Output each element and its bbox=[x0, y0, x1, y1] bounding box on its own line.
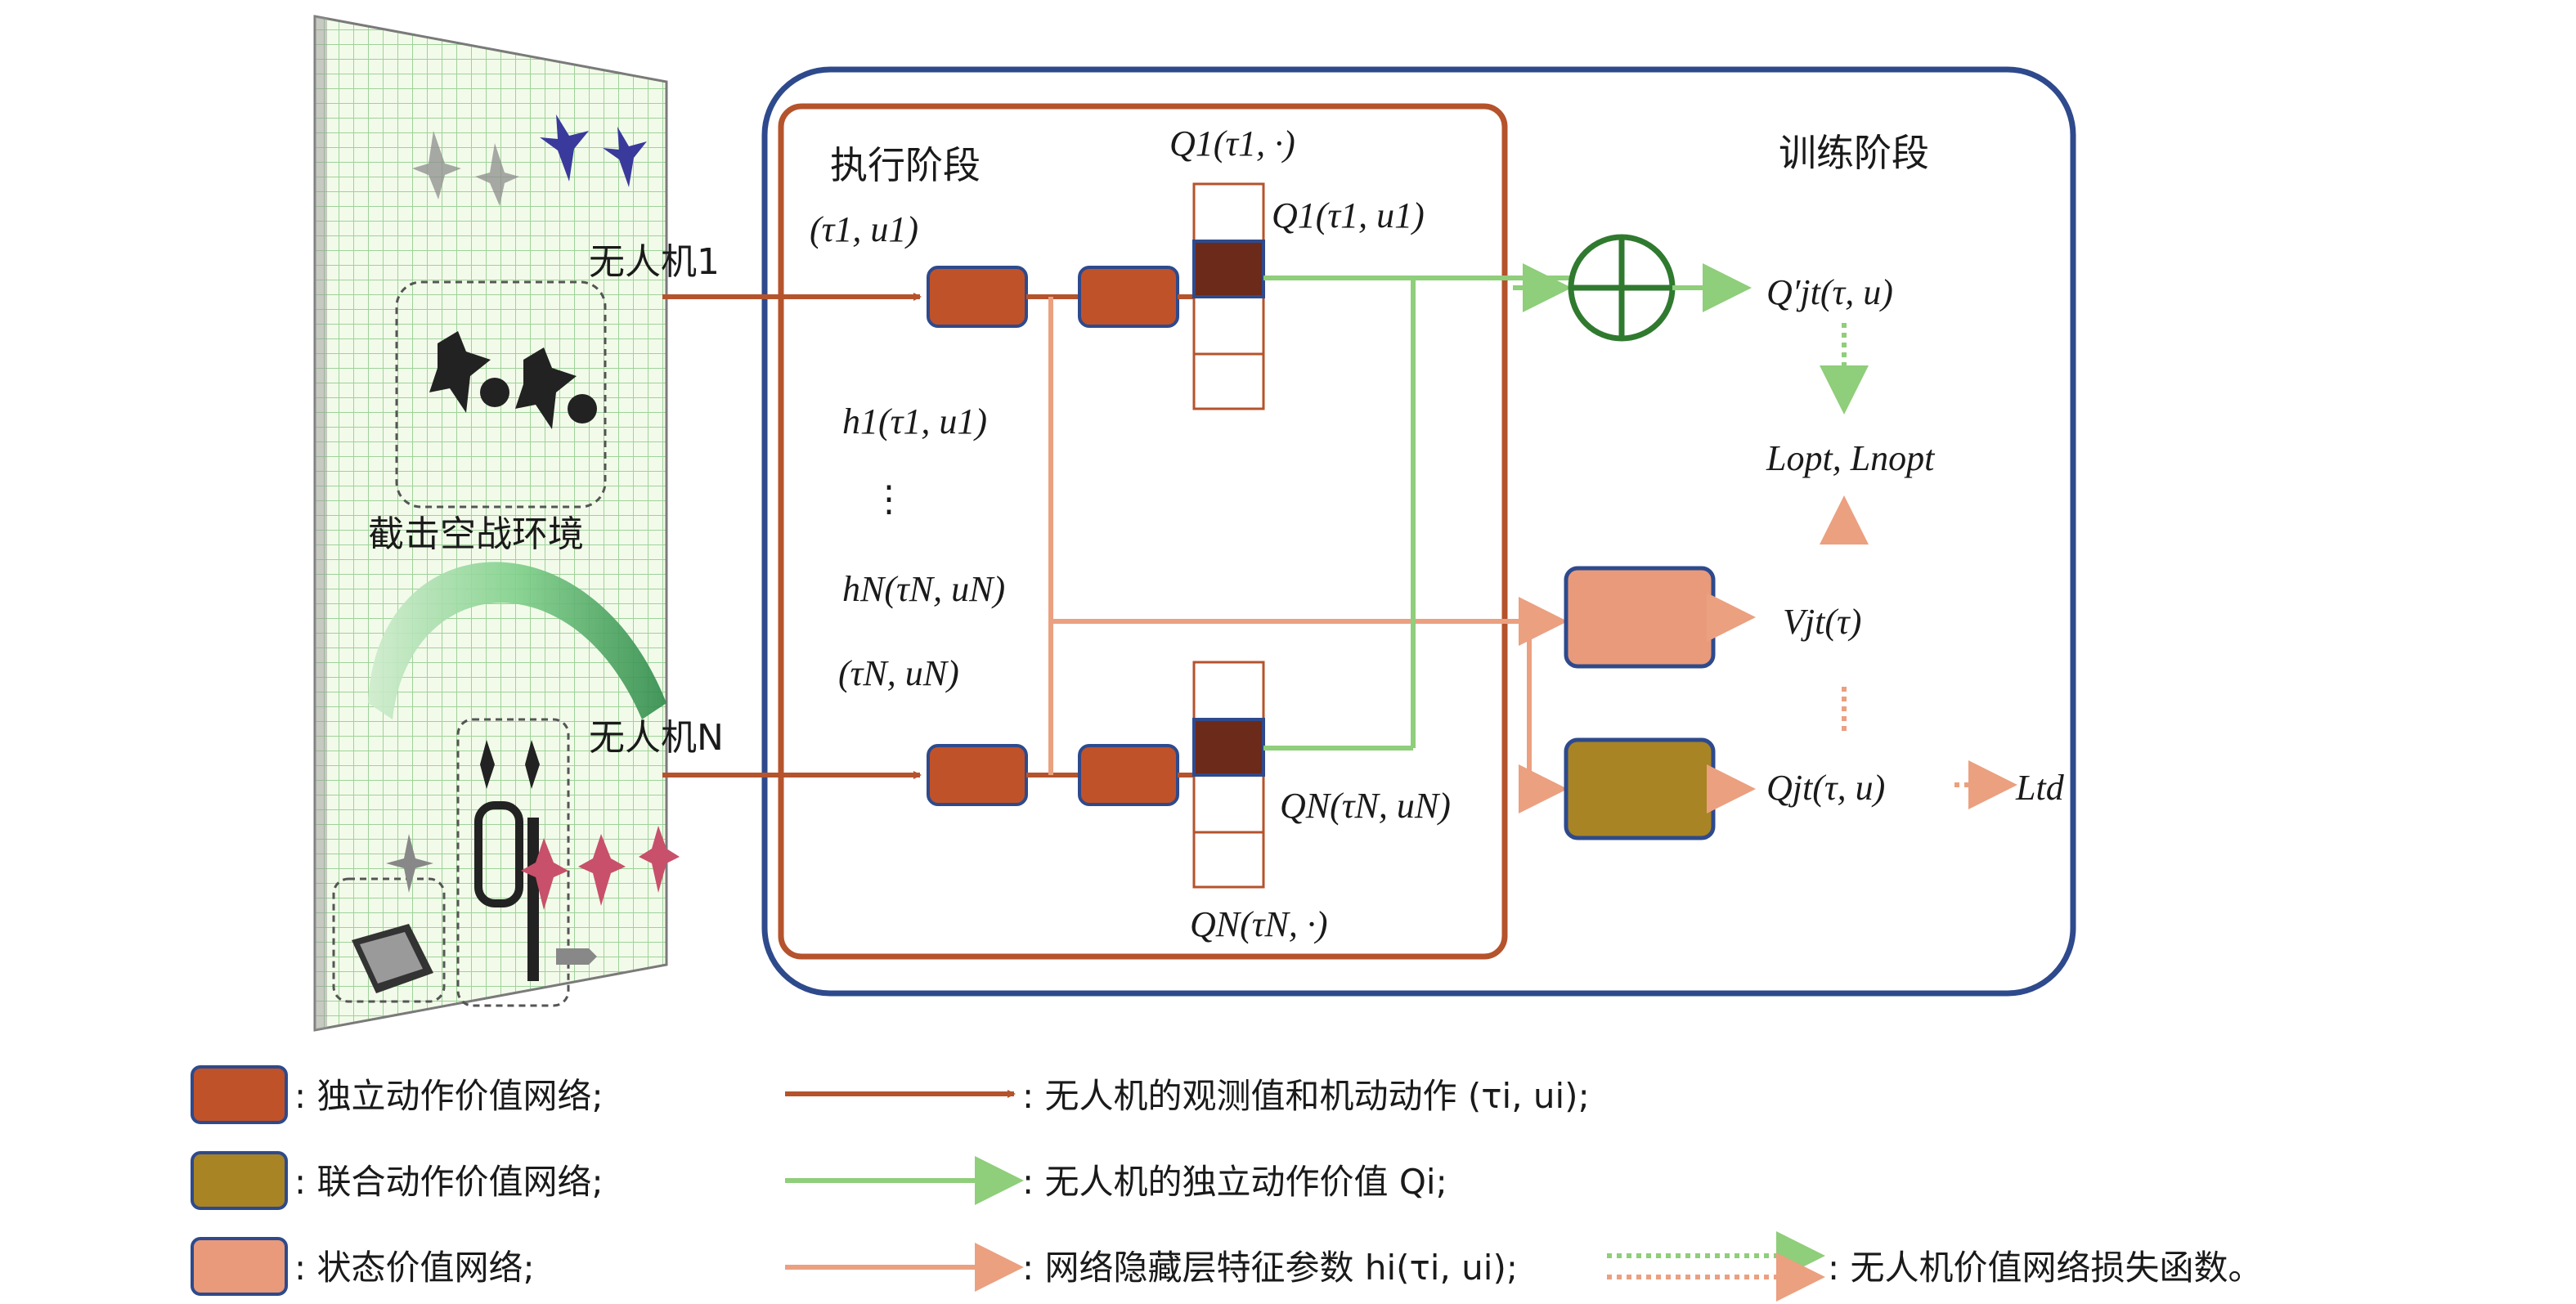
agentN-encoder-net bbox=[927, 744, 1028, 806]
ground-aircraft-icon bbox=[386, 834, 433, 893]
connection-arc bbox=[368, 562, 666, 719]
formation-aircraft-icon bbox=[474, 740, 540, 981]
uav1-label: 无人机1 bbox=[589, 241, 720, 283]
hN-label: hN(τN, uN) bbox=[842, 569, 1005, 609]
h1-label: h1(τ1, u1) bbox=[842, 401, 987, 441]
qjt-label: Qjt(τ, u) bbox=[1766, 768, 1885, 808]
ltd-label: Ltd bbox=[2015, 768, 2065, 808]
q-value-lines bbox=[1263, 276, 1570, 751]
q1-all-label: Q1(τ1, ·) bbox=[1169, 123, 1295, 164]
environment-label: 截击空战环境 bbox=[368, 513, 584, 555]
uavN-label: 无人机N bbox=[589, 717, 724, 759]
vjt-label: Vjt(τ) bbox=[1783, 602, 1861, 642]
agent1-encoder-net bbox=[927, 266, 1028, 328]
legend-loss-label: : 无人机价值网络损失函数。 bbox=[1828, 1248, 2263, 1288]
friendly-aircraft-icon bbox=[540, 114, 647, 187]
qjt-prime-label: Q′jt(τ, u) bbox=[1766, 272, 1893, 312]
q1-selected-label: Q1(τ1, u1) bbox=[1272, 195, 1425, 235]
joint-action-value-net bbox=[1564, 737, 1716, 840]
agent1-q-vector bbox=[1192, 182, 1265, 410]
legend: : 独立动作价值网络; : 联合动作价值网络; : 状态价值网络; : 无人机的… bbox=[191, 1065, 2263, 1302]
loss-opt-label: Lopt, Lnopt bbox=[1766, 438, 1936, 478]
agentN-rnn-net bbox=[1078, 744, 1179, 806]
enemy-aircraft-icon bbox=[412, 131, 519, 206]
qN-all-label: QN(τN, ·) bbox=[1190, 904, 1328, 944]
qN-selected-label: QN(τN, uN) bbox=[1280, 786, 1451, 826]
hidden-feature-lines bbox=[1048, 297, 1554, 789]
training-phase-frame bbox=[761, 66, 2076, 997]
legend-obs-label: : 无人机的观测值和机动动作 (τi, ui); bbox=[1022, 1076, 1590, 1116]
legend-state-swatch bbox=[191, 1237, 288, 1296]
formation-zone bbox=[456, 718, 570, 1007]
legend-state-label: : 状态价值网络; bbox=[294, 1248, 535, 1288]
obsN-label: (τN, uN) bbox=[838, 653, 959, 693]
launcher-icon bbox=[556, 948, 597, 965]
agentN-q-vector bbox=[1192, 661, 1265, 889]
execution-phase-label: 执行阶段 bbox=[830, 143, 981, 187]
legend-hidden-label: : 网络隐藏层特征参数 hi(τi, ui); bbox=[1022, 1248, 1518, 1288]
legend-independent-label: : 独立动作价值网络; bbox=[294, 1076, 604, 1116]
dogfight-aircraft-icon bbox=[429, 331, 597, 429]
environment-panel: 截击空战环境 bbox=[313, 15, 680, 1032]
vdots-label: ⋮ bbox=[871, 479, 907, 519]
radar-station-icon bbox=[352, 924, 433, 993]
execution-phase-frame bbox=[778, 103, 1508, 960]
legend-joint-label: : 联合动作价值网络; bbox=[294, 1162, 604, 1202]
agent1-rnn-net bbox=[1078, 266, 1179, 328]
state-value-net bbox=[1564, 566, 1716, 669]
base-zone bbox=[332, 877, 446, 1003]
mixer-sum-icon bbox=[1568, 234, 1676, 342]
legend-q-label: : 无人机的独立动作价值 Qi; bbox=[1022, 1162, 1447, 1202]
legend-joint-swatch bbox=[191, 1151, 288, 1210]
missile-icon bbox=[521, 826, 680, 910]
training-phase-label: 训练阶段 bbox=[1779, 131, 1929, 175]
obs1-label: (τ1, u1) bbox=[810, 209, 918, 249]
legend-independent-swatch bbox=[191, 1065, 288, 1124]
